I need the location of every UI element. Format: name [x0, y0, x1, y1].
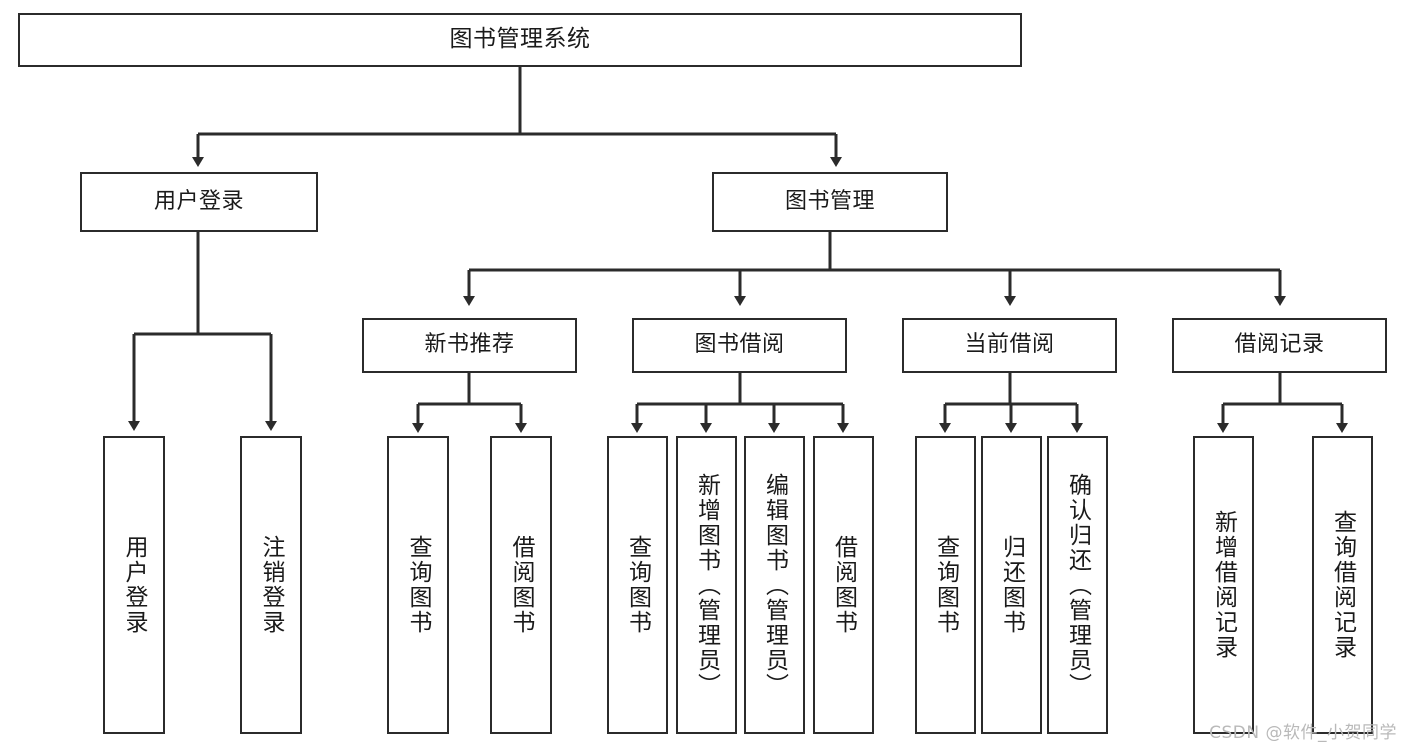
node-label: 编辑图书（管理员） — [761, 472, 788, 698]
node-label: 新增借阅记录 — [1210, 510, 1237, 660]
node-leaf-add-book-admin[interactable]: 新增图书（管理员） — [676, 436, 737, 734]
node-label: 当前借阅 — [964, 332, 1055, 358]
node-leaf-query-book-current[interactable]: 查询图书 — [915, 436, 976, 734]
node-label: 借阅记录 — [1234, 332, 1325, 358]
node-label: 查询借阅记录 — [1329, 510, 1356, 660]
node-leaf-query-borrow-record[interactable]: 查询借阅记录 — [1312, 436, 1373, 734]
node-label: 新书推荐 — [424, 332, 515, 358]
node-book-management[interactable]: 图书管理 — [712, 172, 948, 232]
node-label: 注销登录 — [258, 535, 285, 635]
node-current-borrow[interactable]: 当前借阅 — [902, 318, 1117, 373]
node-leaf-borrow-book[interactable]: 借阅图书 — [813, 436, 874, 734]
node-root-system[interactable]: 图书管理系统 — [18, 13, 1022, 67]
node-label: 借阅图书 — [830, 535, 857, 635]
node-leaf-borrow-book-recommend[interactable]: 借阅图书 — [490, 436, 552, 734]
node-label: 图书管理 — [784, 188, 875, 214]
node-label: 查询图书 — [932, 535, 959, 635]
node-leaf-query-book-recommend[interactable]: 查询图书 — [387, 436, 449, 734]
node-label: 借阅图书 — [508, 535, 535, 635]
node-label: 新增图书（管理员） — [693, 472, 720, 698]
node-label: 归还图书 — [998, 535, 1025, 635]
node-book-borrow[interactable]: 图书借阅 — [632, 318, 847, 373]
node-new-book-recommend[interactable]: 新书推荐 — [362, 318, 577, 373]
node-label: 图书管理系统 — [449, 26, 591, 53]
node-leaf-confirm-return-admin[interactable]: 确认归还（管理员） — [1047, 436, 1108, 734]
node-label: 查询图书 — [624, 535, 651, 635]
node-leaf-add-borrow-record[interactable]: 新增借阅记录 — [1193, 436, 1254, 734]
node-leaf-user-login[interactable]: 用户登录 — [103, 436, 165, 734]
node-leaf-logout[interactable]: 注销登录 — [240, 436, 302, 734]
node-label: 查询图书 — [405, 535, 432, 635]
node-user-login[interactable]: 用户登录 — [80, 172, 318, 232]
node-label: 图书借阅 — [694, 332, 785, 358]
node-leaf-return-book[interactable]: 归还图书 — [981, 436, 1042, 734]
node-label: 确认归还（管理员） — [1064, 472, 1091, 698]
node-label: 用户登录 — [153, 188, 244, 214]
watermark-text: CSDN @软件_小贺同学 — [1209, 723, 1397, 743]
node-borrow-record[interactable]: 借阅记录 — [1172, 318, 1387, 373]
node-leaf-query-book-borrow[interactable]: 查询图书 — [607, 436, 668, 734]
node-leaf-edit-book-admin[interactable]: 编辑图书（管理员） — [744, 436, 805, 734]
node-label: 用户登录 — [121, 535, 148, 635]
